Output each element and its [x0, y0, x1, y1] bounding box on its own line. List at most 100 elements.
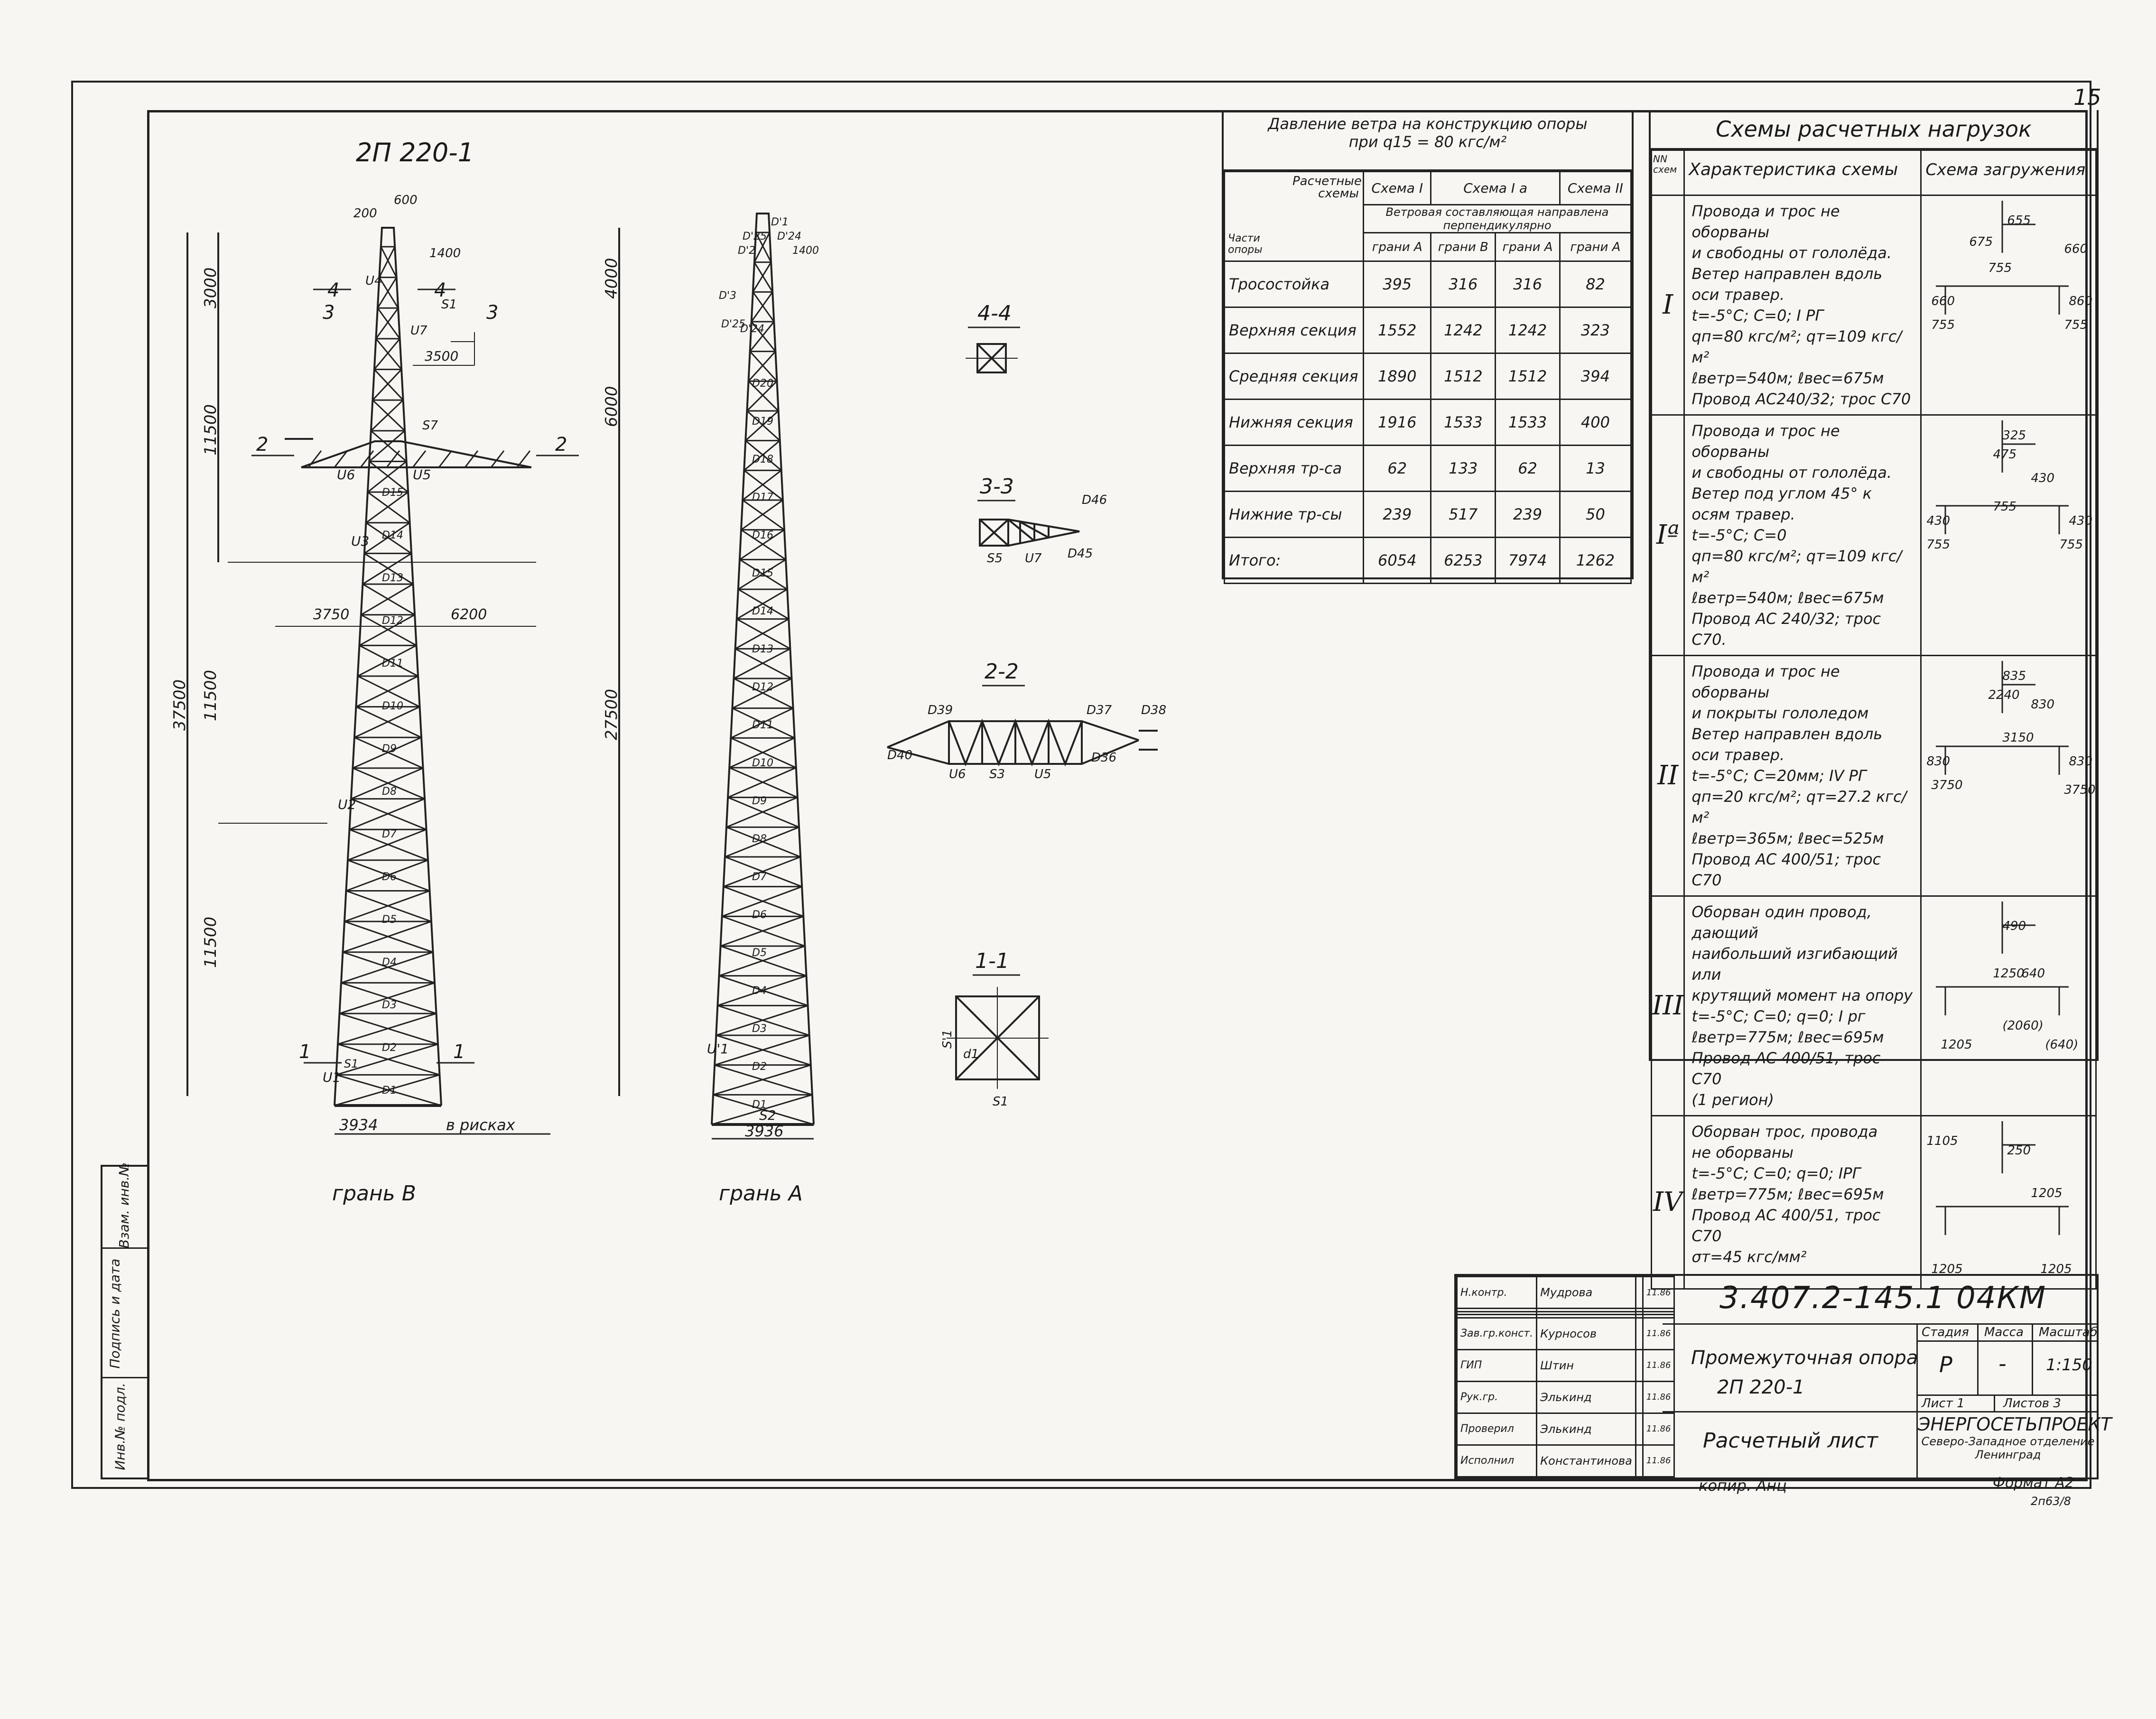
diagonal-label: D4	[752, 985, 767, 997]
diagonal-label: D15	[752, 567, 773, 579]
sec-mark-1r: 1	[453, 1041, 465, 1063]
object-name-1: Промежуточная опора	[1691, 1347, 1918, 1369]
date: 11.86	[1642, 1275, 1675, 1310]
label-u4: U4	[365, 274, 382, 288]
label-a-d25: D'25	[743, 231, 767, 242]
mass-value: -	[1998, 1351, 2007, 1376]
section-1-1	[947, 974, 1049, 1089]
diagonal-label: D2	[752, 1061, 767, 1073]
load-value: 430	[2031, 471, 2055, 485]
code-divider	[1663, 1323, 2097, 1325]
scheme-line: Провода и трос не оборваны	[1691, 662, 1840, 701]
s22-d38: D38	[1141, 703, 1166, 717]
load-value: 640	[2021, 966, 2045, 981]
section-2-2	[887, 685, 1158, 767]
dim-11500-b: 11500	[201, 670, 220, 721]
wind-row-name: Верхняя тр-са	[1224, 445, 1364, 492]
sec-mark-4r: 4	[434, 279, 446, 301]
date: 11.86	[1642, 1380, 1675, 1414]
section-2-2-title: 2-2	[985, 660, 1019, 684]
diagonal-label: D18	[752, 454, 773, 465]
sec-mark-4l: 4	[327, 279, 339, 301]
diagonal-label: D14	[382, 530, 403, 541]
load-value: 660	[1931, 294, 1955, 308]
label-s1-top: S1	[441, 297, 457, 312]
label-a-s2: S2	[759, 1107, 776, 1123]
person: Элькинд	[1536, 1412, 1636, 1446]
sheets-total: Листов 3	[2003, 1396, 2061, 1411]
diagonal-label: D11	[752, 719, 773, 731]
scheme-line: Оборван трос, провода	[1691, 1123, 1878, 1141]
wind-value: 400	[1559, 399, 1632, 446]
wind-value: 316	[1430, 260, 1496, 308]
diagonal-label: D12	[752, 681, 773, 693]
section-4-4	[966, 326, 1020, 373]
signature-row	[1456, 1310, 1675, 1316]
object-name-2: 2П 220-1	[1717, 1376, 1805, 1398]
wind-table-grid: Расчетные схемы Части опоры Схема I Схем…	[1224, 171, 1632, 584]
dim-37500: 37500	[170, 679, 189, 731]
scheme-line: ℓветр=775м; ℓвес=695м	[1691, 1185, 1884, 1203]
date: 11.86	[1642, 1348, 1675, 1382]
scheme-arrows	[1936, 661, 2069, 775]
label-a-u1: U'1	[707, 1041, 729, 1057]
scheme-line: и свободны от гололёда.	[1691, 464, 1892, 482]
scheme-line: (1 регион)	[1691, 1091, 1774, 1109]
scheme-line: Провода и трос не оборваны	[1691, 202, 1840, 241]
scheme-arrows	[1936, 420, 2069, 534]
load-value: 755	[2064, 318, 2088, 332]
diagonal-label: D7	[382, 828, 397, 840]
copy-note: копир. Анц	[1699, 1477, 1787, 1495]
section-3-3	[977, 500, 1080, 547]
wind-value: 239	[1362, 491, 1432, 538]
wind-value: 1512	[1430, 353, 1496, 400]
diagonal-label: D19	[752, 416, 773, 427]
person: Мудрова	[1536, 1275, 1636, 1310]
diagonal-label: D12	[382, 615, 403, 627]
loads-table-title: Схемы расчетных нагрузок	[1651, 110, 2097, 149]
strip-cell-2: Подпись и дата	[102, 1249, 148, 1378]
wind-row-name: Нижняя секция	[1224, 399, 1364, 446]
load-value: 660	[2064, 242, 2088, 256]
sec-mark-2r: 2	[555, 434, 567, 455]
diagonal-label: D4	[382, 957, 397, 968]
scheme-line: t=-5°C; C=0; I РГ	[1691, 307, 1824, 325]
scheme-line: не оборваны	[1691, 1143, 1794, 1161]
wind-row-name: Нижние тр-сы	[1224, 491, 1364, 538]
diagonal-label: D16	[752, 530, 773, 541]
load-value: 860	[2069, 294, 2093, 308]
person: Курносов	[1536, 1317, 1636, 1350]
ref-note: 2п63/8	[2031, 1495, 2071, 1508]
scheme-number: IV	[1650, 1115, 1685, 1290]
diagonal-label: D10	[382, 700, 403, 712]
dim-3000: 3000	[201, 267, 220, 308]
s33-d46: D46	[1082, 493, 1107, 507]
role: Зав.гр.конст.	[1456, 1317, 1538, 1350]
sec-mark-3r: 3	[486, 302, 498, 324]
role: Рук.гр.	[1456, 1380, 1538, 1414]
wind-value: 394	[1559, 353, 1632, 400]
stage-value: Р	[1939, 1352, 1952, 1377]
scheme-line: Ветер под углом 45° к осям травер.	[1691, 484, 1872, 523]
s33-d45: D45	[1068, 547, 1093, 561]
dim-3500: 3500	[425, 348, 458, 364]
stage-grid: Стадия Масса Масштаб Р - 1:150 Лист 1 Ли…	[1916, 1323, 2098, 1411]
load-value: 325	[2002, 428, 2026, 443]
diagonal-label: D9	[752, 795, 767, 807]
load-value: 830	[2069, 754, 2093, 769]
load-value: 430	[2069, 514, 2093, 528]
format-note: Формат А2	[1993, 1475, 2074, 1491]
diagonal-label: D10	[752, 757, 773, 769]
wind-value: 239	[1495, 491, 1561, 538]
wind-value: 323	[1559, 307, 1632, 354]
scheme-line: Ветер направлен вдоль оси травер.	[1691, 725, 1883, 764]
